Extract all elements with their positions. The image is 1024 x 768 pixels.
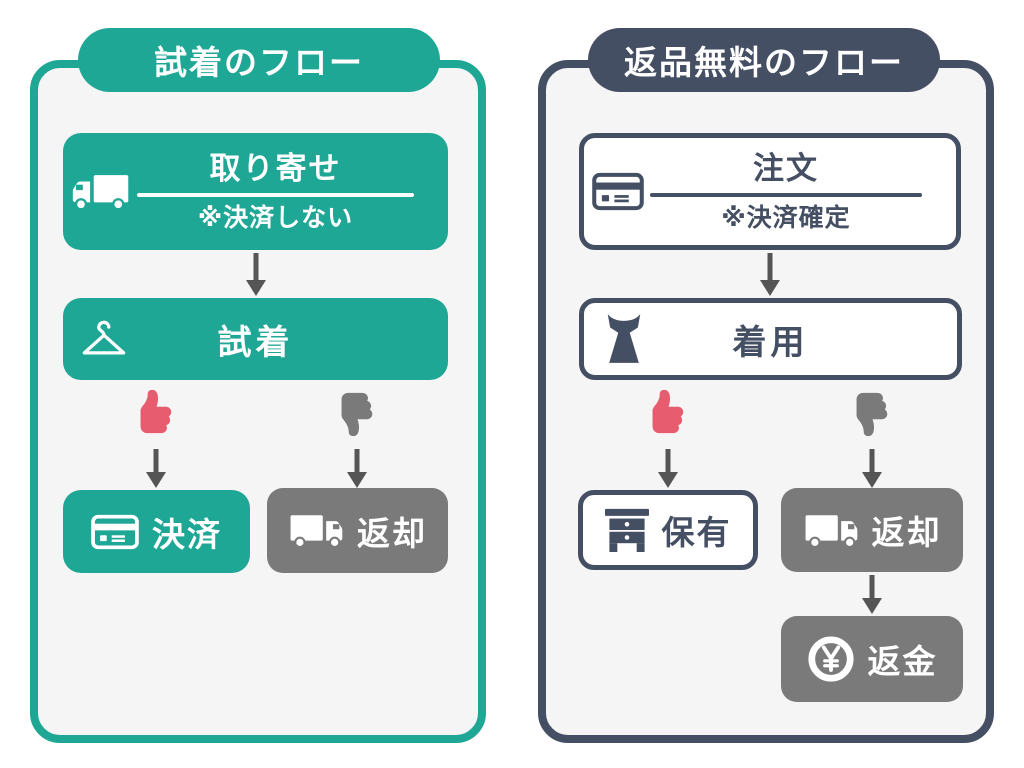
step-box-return-left: 返却	[267, 488, 448, 573]
step-box-order: 注文 ※決済確定	[579, 133, 961, 250]
arrow-down-icon	[760, 253, 780, 296]
divider	[137, 192, 414, 197]
keep-label: 保有	[661, 513, 732, 552]
step-box-pay: 決済	[63, 490, 250, 573]
arrow-down-icon	[246, 253, 266, 296]
free-return-flow-title: 返品無料のフロー	[624, 43, 904, 82]
backorder-note: ※決済しない	[197, 202, 354, 232]
step-box-keep: 保有	[578, 490, 758, 570]
order-content: 注文 ※決済確定	[650, 152, 922, 232]
order-note: ※決済確定	[721, 202, 851, 232]
arrow-down-icon	[862, 449, 882, 488]
step-box-backorder: 取り寄せ ※決済しない	[63, 133, 448, 250]
return-label-right: 返却	[871, 513, 942, 552]
drawer-icon	[604, 508, 649, 552]
step-box-refund: 返金	[781, 616, 963, 702]
free-return-flow-title-badge: 返品無料のフロー	[588, 28, 940, 92]
yen-circle-icon	[807, 635, 855, 683]
step-box-wear: 着用	[579, 298, 962, 380]
truck-icon	[803, 510, 859, 551]
divider	[650, 192, 922, 197]
tryon-flow-title-badge: 試着のフロー	[78, 28, 440, 92]
backorder-title: 取り寄せ	[209, 150, 342, 187]
credit-card-icon	[592, 172, 644, 211]
pay-label: 決済	[152, 514, 222, 554]
order-title: 注文	[753, 150, 819, 187]
dress-icon	[602, 313, 646, 365]
tryon-label: 試着	[217, 322, 294, 363]
arrow-down-icon	[658, 449, 678, 488]
arrow-down-icon	[862, 575, 882, 614]
thumbs-up-icon	[132, 384, 180, 440]
step-box-tryon: 試着	[63, 298, 448, 380]
backorder-content: 取り寄せ ※決済しない	[137, 152, 414, 232]
refund-label: 返金	[867, 642, 938, 681]
truck-icon	[71, 169, 131, 214]
thumbs-up-icon	[644, 384, 692, 440]
hanger-icon	[81, 319, 127, 359]
thumbs-down-icon	[333, 386, 381, 442]
truck-icon	[288, 510, 344, 551]
thumbs-down-icon	[848, 386, 896, 442]
credit-card-icon	[91, 514, 139, 550]
arrow-down-icon	[347, 449, 367, 488]
arrow-down-icon	[146, 449, 166, 488]
tryon-flow-title: 試着のフロー	[154, 43, 364, 82]
wear-label: 着用	[732, 322, 809, 363]
return-label-left: 返却	[357, 513, 427, 553]
step-box-return-right: 返却	[781, 488, 963, 572]
